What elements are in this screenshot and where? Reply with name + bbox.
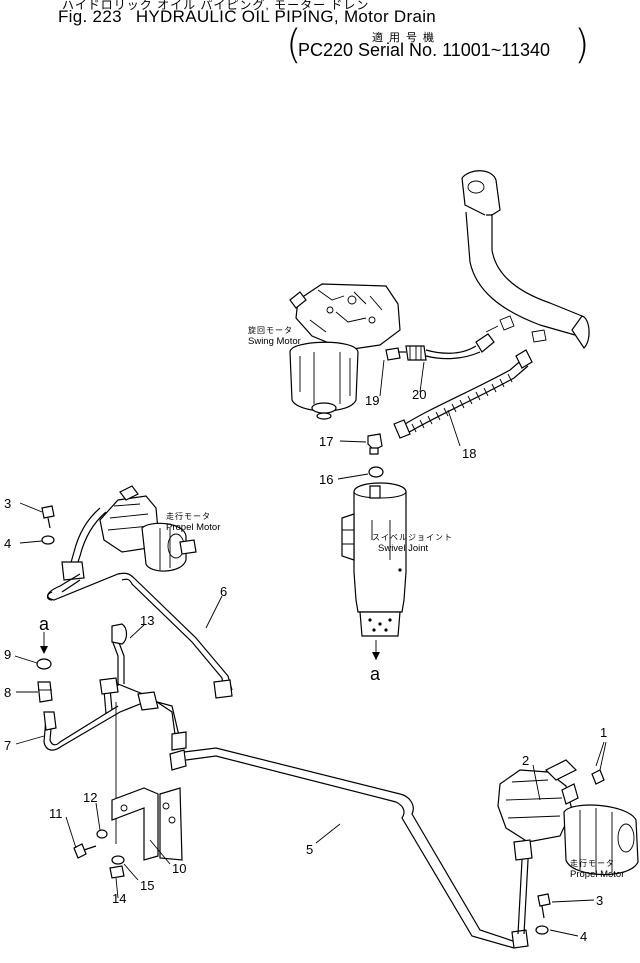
nut-14 [109,865,125,879]
elbow-17 [367,433,383,455]
pipe-7-assembly [43,623,187,844]
bracket-10 [111,787,183,861]
swing-motor-label: Swing Motor [248,336,301,347]
swing-motor [289,283,401,420]
callout-15: 15 [140,878,154,893]
callout-4-right: 4 [580,929,587,944]
connection-mark-a-lower: a [370,664,381,684]
swivel-joint-label: Swivel Joint [378,543,429,554]
connection-mark-a-upper: a [39,614,50,634]
upper-pipe [461,170,590,349]
callout-2: 2 [522,753,529,768]
propel-motor-left-label-jp: 走行モータ [166,511,211,521]
figure-title-text: HYDRAULIC OIL PIPING, Motor Drain [135,7,437,26]
pipe-5 [169,747,529,949]
callout-3-right: 3 [596,893,603,908]
callout-9: 9 [4,647,11,662]
fitting-8 [37,681,53,703]
bolt-11 [73,843,97,859]
callout-16: 16 [319,472,333,487]
washer-4-left [41,535,55,545]
o-ring-9 [36,658,52,670]
propel-motor-left [61,485,197,581]
hose-18 [393,349,533,439]
callout-11: 11 [49,806,63,821]
paren-left: ( [286,22,302,68]
callout-10: 10 [172,861,186,876]
washer-4-right [535,925,549,935]
propel-motor-left-label: Propel Motor [166,522,220,533]
propel-motor-right-label: Propel Motor [570,869,624,880]
applicable-serial-japanese: 適用号機 [372,32,440,44]
figure-title-japanese: ハイドロリック オイル パイピング, モーター ドレン [62,0,370,12]
washer-12 [96,829,108,839]
connection-arrow-left [40,646,48,654]
callout-3-left: 3 [4,496,11,511]
callout-7: 7 [4,738,11,753]
callout-18: 18 [462,446,476,461]
propel-motor-right [497,741,639,935]
serial-number-note: PC220 Serial No. 11001~11340 [298,40,551,60]
swivel-joint [341,482,407,660]
callout-17: 17 [319,434,333,449]
callout-20: 20 [412,387,426,402]
callout-5: 5 [306,842,313,857]
callout-12: 12 [83,790,97,805]
bolt-3-right [537,893,551,919]
fittings-19-20 [385,325,499,361]
callout-6: 6 [220,584,227,599]
swing-motor-label-jp: 旋回モータ [248,325,293,335]
callout-1: 1 [600,725,607,740]
leader-lines [14,359,607,937]
callout-13: 13 [140,613,154,628]
callout-14: 14 [112,891,126,906]
o-ring-16 [368,466,384,478]
swivel-joint-label-jp: スイベルジョイント [372,533,453,542]
pipe-6 [46,572,233,699]
propel-motor-right-label-jp: 走行モータ [570,858,615,868]
figure-number: Fig. 223 [58,7,122,26]
callout-8: 8 [4,685,11,700]
paren-right: ) [574,22,590,68]
callout-19: 19 [365,393,379,408]
washer-15 [111,855,125,865]
bolt-3-left [41,505,55,529]
callout-4-left: 4 [4,536,11,551]
figure-title: Fig. 223 HYDRAULIC OIL PIPING, Motor Drai… [58,7,436,27]
